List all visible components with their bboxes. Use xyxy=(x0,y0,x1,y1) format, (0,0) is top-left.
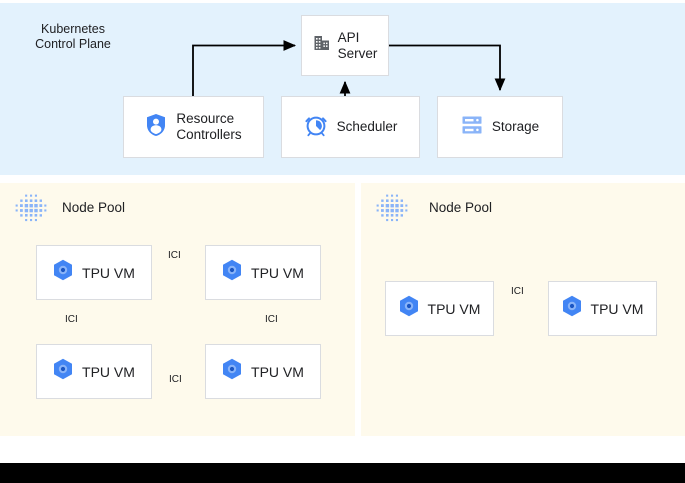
shield-person-icon xyxy=(145,113,167,142)
building-icon xyxy=(313,34,331,57)
tpu-hexagon-icon xyxy=(222,259,242,286)
tpu-vm-node-2[interactable]: TPU VM xyxy=(205,245,321,300)
api-server-node[interactable]: API Server xyxy=(301,15,389,76)
ici-label-bottom: ICI xyxy=(169,374,182,385)
tpu-vm-node-5[interactable]: TPU VM xyxy=(385,281,494,336)
tpu-vm-label: TPU VM xyxy=(82,363,135,380)
tpu-hexagon-icon xyxy=(53,259,73,286)
node-pool-dots-icon xyxy=(376,193,408,230)
tpu-vm-label: TPU VM xyxy=(427,300,481,317)
control-plane-title: Kubernetes Control Plane xyxy=(35,22,111,51)
tpu-vm-node-6[interactable]: TPU VM xyxy=(548,281,657,336)
alarm-clock-icon xyxy=(304,113,328,142)
tpu-hexagon-icon xyxy=(53,358,73,385)
tpu-vm-label: TPU VM xyxy=(590,300,644,317)
resource-controllers-node[interactable]: Resource Controllers xyxy=(123,96,264,158)
resource-controllers-label: Resource Controllers xyxy=(176,111,242,142)
tpu-vm-label: TPU VM xyxy=(82,264,135,281)
ici-label-left-vertical: ICI xyxy=(65,314,78,325)
tpu-hexagon-icon xyxy=(562,295,582,322)
ici-label-right-vertical: ICI xyxy=(265,314,278,325)
scheduler-node[interactable]: Scheduler xyxy=(281,96,420,158)
node-pool-right-title: Node Pool xyxy=(429,200,493,215)
node-pool-dots-icon xyxy=(15,193,47,230)
tpu-vm-label: TPU VM xyxy=(251,264,304,281)
scheduler-label: Scheduler xyxy=(336,119,398,134)
tpu-hexagon-icon xyxy=(399,295,419,322)
ici-label-right-pool: ICI xyxy=(511,286,524,297)
storage-label: Storage xyxy=(491,119,540,134)
tpu-vm-node-3[interactable]: TPU VM xyxy=(36,344,152,399)
tpu-hexagon-icon xyxy=(222,358,242,385)
bottom-bar xyxy=(0,463,685,483)
node-pool-left-title: Node Pool xyxy=(62,200,126,215)
tpu-vm-node-1[interactable]: TPU VM xyxy=(36,245,152,300)
api-server-label: API Server xyxy=(337,29,378,61)
tpu-vm-label: TPU VM xyxy=(251,363,304,380)
tpu-vm-node-4[interactable]: TPU VM xyxy=(205,344,321,399)
ici-label-top: ICI xyxy=(168,250,181,261)
storage-node[interactable]: Storage xyxy=(437,96,563,158)
server-stack-icon xyxy=(461,114,483,141)
